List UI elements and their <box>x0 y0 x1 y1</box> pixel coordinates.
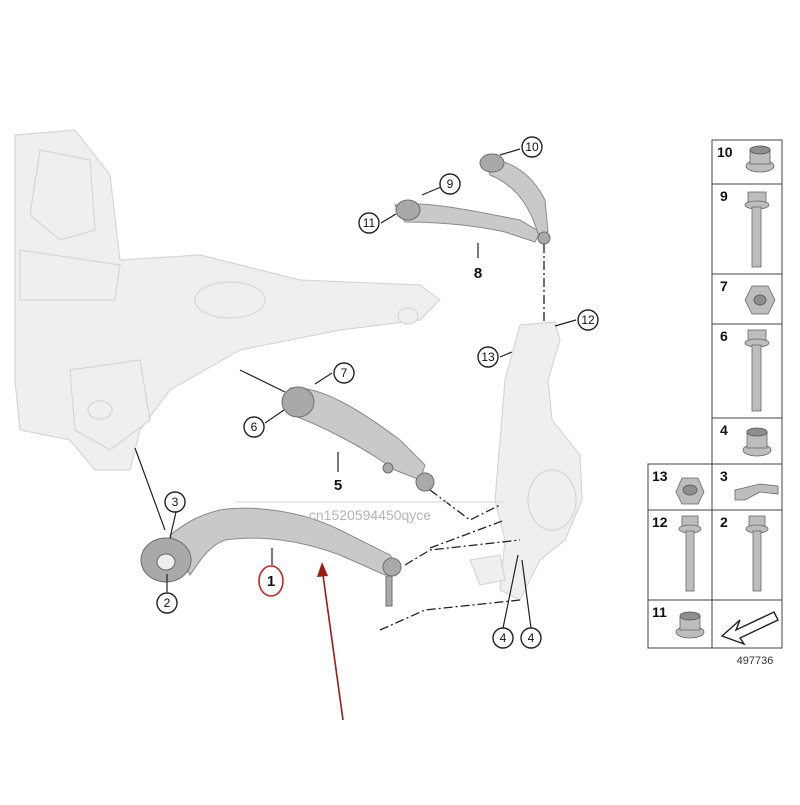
assembly-dash-lines <box>379 244 545 631</box>
callout-10-label: 10 <box>525 140 539 154</box>
callout-9-label: 9 <box>447 177 454 191</box>
flange-nut-4-icon <box>742 427 772 457</box>
steering-knuckle <box>469 321 583 601</box>
subframe <box>14 129 441 471</box>
bolt-12-icon <box>678 515 702 592</box>
callout-8: 8 <box>474 265 482 282</box>
hw-cell-10-label: 10 <box>717 144 733 160</box>
watermark-text: cn1520594450qyce <box>309 507 431 523</box>
hw-cell-9-label: 9 <box>720 188 728 204</box>
callout-4-right: 4 <box>520 627 542 649</box>
callout-11-label: 11 <box>363 216 376 230</box>
bolt-6-icon <box>744 329 770 412</box>
watermark: cn1520594450qyce <box>235 501 505 523</box>
leader-lines <box>134 148 577 629</box>
hw-cell-12-label: 12 <box>652 514 668 530</box>
callout-8-label: 8 <box>474 265 482 282</box>
hex-nut-13-icon <box>675 477 705 505</box>
hw-cell-2-label: 2 <box>720 514 728 530</box>
flange-nut-10-icon <box>745 145 775 173</box>
flange-nut-11-icon <box>675 611 705 639</box>
reference-number: 497736 <box>737 655 774 667</box>
bracket-3-icon <box>734 483 779 501</box>
callout-3: 3 <box>164 491 186 513</box>
callout-1: 1 <box>258 565 284 597</box>
callout-13-label: 13 <box>481 350 495 364</box>
hw-cell-3-label: 3 <box>720 468 728 484</box>
callout-6: 6 <box>243 416 265 438</box>
hardware-table: 10 9 7 6 4 13 3 12 2 11 <box>647 139 783 667</box>
callout-7: 7 <box>333 362 355 384</box>
callout-3-label: 3 <box>172 495 179 509</box>
hw-cell-4-label: 4 <box>720 422 728 438</box>
direction-arrow-icon <box>720 611 779 646</box>
tension-strut <box>281 386 435 492</box>
callout-4-left-label: 4 <box>500 631 507 645</box>
callout-12-label: 12 <box>581 313 595 327</box>
callout-4-left: 4 <box>492 627 514 649</box>
callout-6-label: 6 <box>251 420 258 434</box>
hw-cell-11-label: 11 <box>652 604 667 620</box>
red-pointer-arrow <box>317 562 344 721</box>
hex-nut-7-icon <box>744 285 776 315</box>
hw-cell-13-label: 13 <box>652 468 668 484</box>
bolt-2-icon <box>745 515 769 592</box>
callout-7-label: 7 <box>341 366 348 380</box>
callout-12: 12 <box>577 309 599 331</box>
callout-4-right-label: 4 <box>528 631 535 645</box>
callout-2-label: 2 <box>164 596 171 610</box>
lower-control-arm <box>140 507 402 607</box>
callout-5: 5 <box>334 477 342 494</box>
callout-10: 10 <box>521 136 543 158</box>
callout-1-label: 1 <box>267 573 275 590</box>
callout-11: 11 <box>358 212 380 234</box>
hw-cell-7-label: 7 <box>720 278 728 294</box>
callout-9: 9 <box>439 173 461 195</box>
upper-control-arm <box>394 153 551 245</box>
callout-5-label: 5 <box>334 477 342 494</box>
callout-13: 13 <box>477 346 499 368</box>
callout-1-highlight <box>258 565 284 597</box>
bolt-9-icon <box>744 191 770 268</box>
hw-cell-6-label: 6 <box>720 328 728 344</box>
callout-2: 2 <box>156 592 178 614</box>
